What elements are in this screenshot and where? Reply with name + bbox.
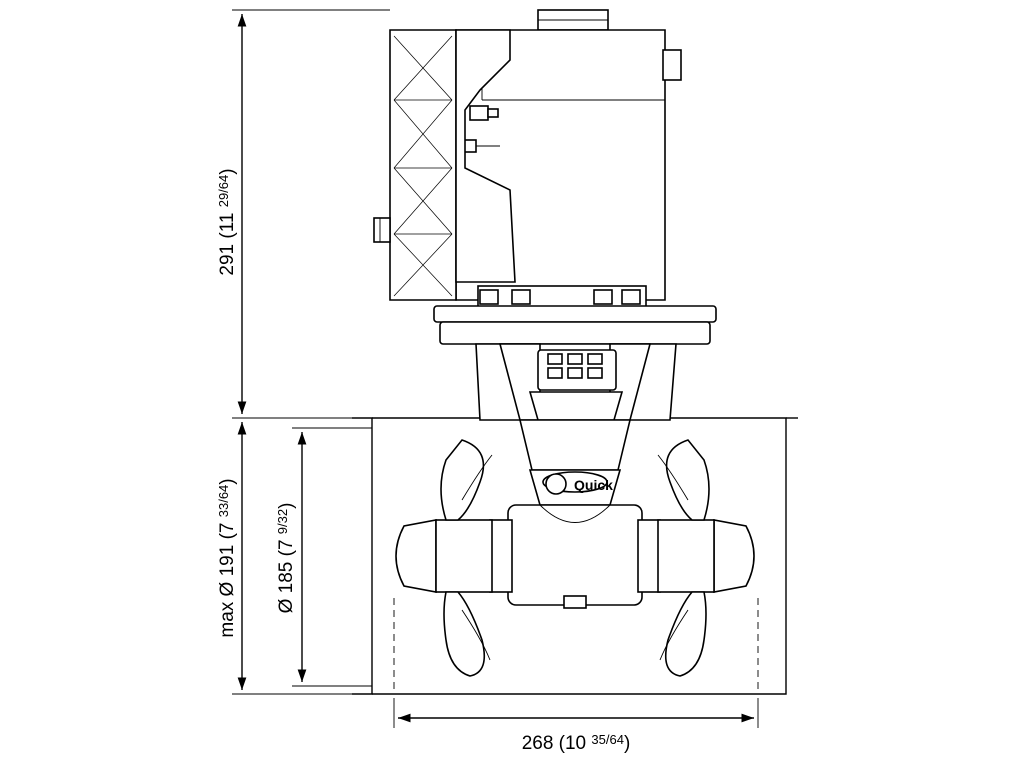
gear-pod — [489, 504, 661, 609]
dimension-tube-outer — [232, 422, 354, 695]
dimension-height — [232, 9, 390, 419]
fitting-top — [469, 105, 489, 121]
left-connector — [373, 217, 391, 243]
width-dimension-label: 268 (10 35/64) — [522, 732, 631, 754]
right-prop-nose — [713, 519, 755, 593]
quick-logo-text: Quick — [574, 477, 613, 493]
left-prop-nose — [395, 519, 437, 593]
control-box — [373, 29, 516, 301]
left-propeller — [395, 439, 493, 677]
mounting-flange — [433, 285, 717, 345]
height-dimension-label: 291 (11 29/64) — [216, 168, 238, 275]
dimension-tube-inner — [292, 427, 372, 687]
right-terminal — [662, 49, 682, 81]
dimension-width — [393, 698, 759, 728]
right-propeller — [657, 439, 755, 677]
tube-outer-diameter-label: max Ø 191 (7 33/64) — [216, 478, 238, 637]
gear-leg — [475, 343, 677, 506]
tube-inner-diameter-label: Ø 185 (7 9/32) — [275, 503, 297, 614]
quick-logo: Quick — [545, 473, 613, 495]
